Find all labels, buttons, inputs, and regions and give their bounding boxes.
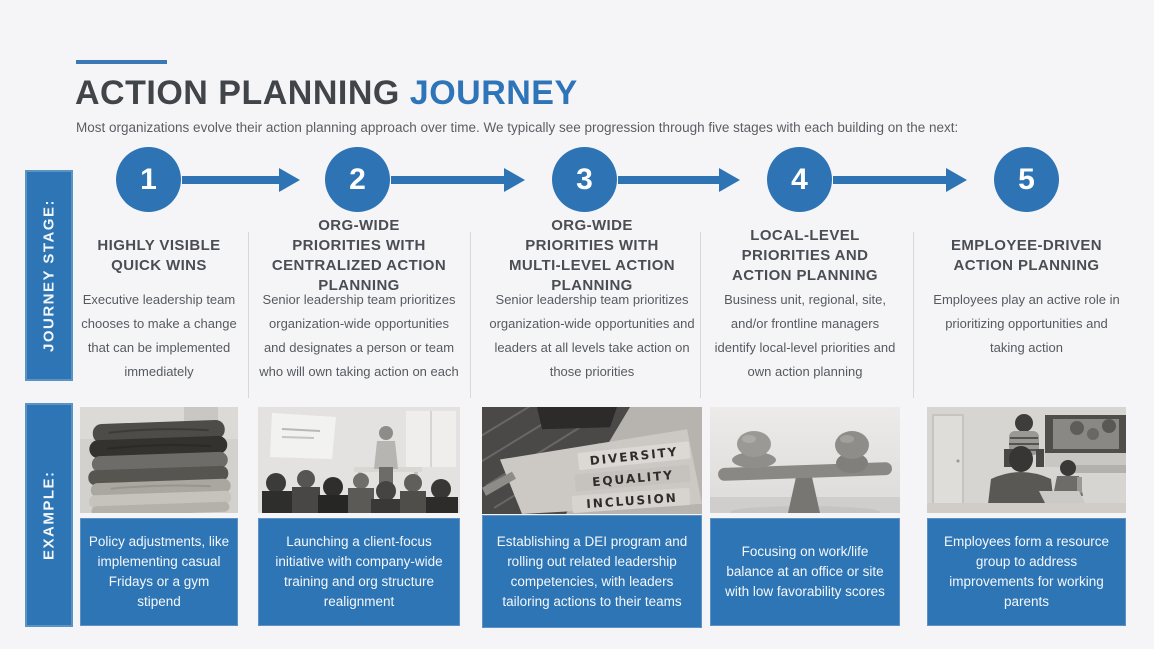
stage-4-title: LOCAL-LEVEL PRIORITIES AND ACTION PLANNI… <box>732 227 878 284</box>
journey-stage-row-label: JOURNEY STAGE: <box>25 170 73 381</box>
parent-working-with-children-photo <box>927 407 1126 513</box>
stage-circle-2: 2 <box>325 147 390 212</box>
stage-column-4: LOCAL-LEVEL PRIORITIES AND ACTION PLANNI… <box>710 222 900 649</box>
arrow-right-icon-1 <box>182 168 300 192</box>
column-divider <box>913 232 914 398</box>
stage-5-description: Employees play an active role in priorit… <box>933 292 1120 355</box>
balancing-stones-photo <box>710 407 900 513</box>
stage-2-example-text: Launching a client-focus initiative with… <box>275 534 443 609</box>
stage-circle-5: 5 <box>994 147 1059 212</box>
title-accent-line <box>76 60 167 64</box>
stage-1-example-text: Policy adjustments, like implementing ca… <box>88 534 230 609</box>
stage-4-description: Business unit, regional, site, and/or fr… <box>714 292 896 379</box>
stage-1-title: HIGHLY VISIBLE QUICK WINS <box>97 237 221 274</box>
stage-column-1: HIGHLY VISIBLE QUICK WINS Executive lead… <box>80 222 238 649</box>
stage-number-2: 2 <box>349 162 366 196</box>
page-title: ACTION PLANNING JOURNEY <box>75 74 578 113</box>
stage-column-2: ORG-WIDE PRIORITIES WITH CENTRALIZED ACT… <box>258 217 460 649</box>
stage-2-example-box: Launching a client-focus initiative with… <box>258 518 460 626</box>
inclusion-note-label: INCLUSION <box>586 491 678 511</box>
stage-3-image: DIVERSITY EQUALITY INCLUSION <box>482 407 702 514</box>
stage-2-description: Senior leadership team prioritizes organ… <box>259 292 459 379</box>
stage-number-3: 3 <box>576 162 593 196</box>
stage-circle-4: 4 <box>767 147 832 212</box>
stage-column-5: EMPLOYEE-DRIVEN ACTION PLANNING Employee… <box>927 222 1126 649</box>
column-divider <box>700 232 701 398</box>
column-divider <box>248 232 249 398</box>
stage-5-title: EMPLOYEE-DRIVEN ACTION PLANNING <box>950 237 1103 274</box>
arrow-right-icon-2 <box>391 168 525 192</box>
stage-3-example-box: Establishing a DEI program and rolling o… <box>482 515 702 628</box>
arrow-right-icon-4 <box>833 168 967 192</box>
column-divider <box>470 232 471 398</box>
stage-4-example-box: Focusing on work/life balance at an offi… <box>710 518 900 626</box>
stage-1-example-box: Policy adjustments, like implementing ca… <box>80 518 238 626</box>
stage-5-example-text: Employees form a resource group to addre… <box>943 534 1110 609</box>
title-dark-part: ACTION PLANNING <box>75 74 400 112</box>
stage-4-image <box>710 407 900 513</box>
stage-number-4: 4 <box>791 162 808 196</box>
stage-3-title: ORG-WIDE PRIORITIES WITH MULTI-LEVEL ACT… <box>508 217 676 294</box>
stage-number-1: 1 <box>140 162 157 196</box>
stage-circle-3: 3 <box>552 147 617 212</box>
stage-5-image <box>927 407 1126 513</box>
training-session-photo <box>258 407 460 513</box>
stage-1-description: Executive leadership team chooses to mak… <box>81 292 237 379</box>
folded-denim-stack-photo <box>80 407 238 513</box>
stage-3-example-text: Establishing a DEI program and rolling o… <box>496 533 688 609</box>
stage-1-image <box>80 407 238 513</box>
arrow-right-icon-3 <box>618 168 740 192</box>
example-row-label: EXAMPLE: <box>25 403 73 627</box>
title-accent-part: JOURNEY <box>409 74 578 112</box>
stage-3-description: Senior leadership team prioritizes organ… <box>489 292 695 379</box>
stage-5-example-box: Employees form a resource group to addre… <box>927 518 1126 626</box>
stage-2-title: ORG-WIDE PRIORITIES WITH CENTRALIZED ACT… <box>271 217 447 294</box>
subtitle: Most organizations evolve their action p… <box>76 120 959 135</box>
stage-4-example-text: Focusing on work/life balance at an offi… <box>725 544 885 599</box>
diversity-equality-inclusion-notes-photo: DIVERSITY EQUALITY INCLUSION <box>482 407 702 514</box>
stage-column-3: ORG-WIDE PRIORITIES WITH MULTI-LEVEL ACT… <box>482 217 702 649</box>
stage-number-5: 5 <box>1018 162 1035 196</box>
stage-circle-1: 1 <box>116 147 181 212</box>
stage-2-image <box>258 407 460 513</box>
